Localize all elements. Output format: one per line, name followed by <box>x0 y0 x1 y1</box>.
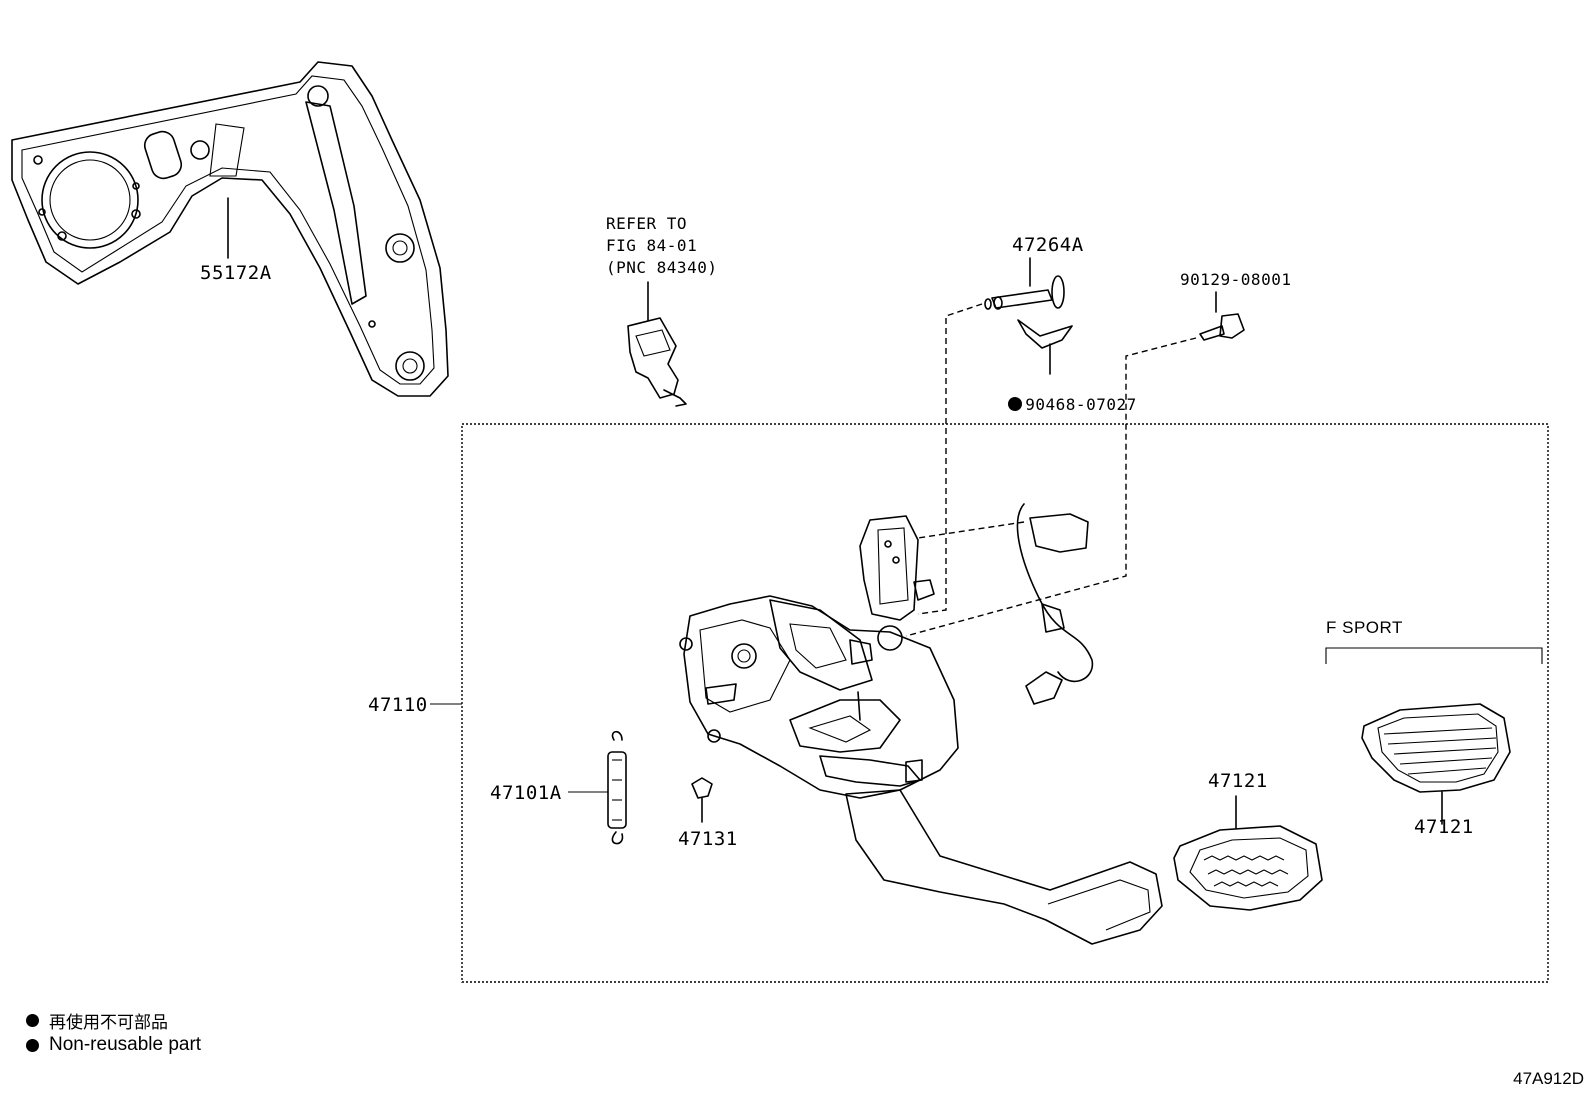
label-bolt-90129-08001[interactable]: 90129-08001 <box>1180 270 1292 289</box>
legend-non-reusable-en: Non-reusable part <box>26 1034 201 1056</box>
cushion-47131-drawing <box>691 777 713 823</box>
bolt-90129-drawing <box>1199 291 1245 341</box>
label-f-sport-group: F SPORT <box>1326 618 1403 637</box>
label-refer-line-2[interactable]: FIG 84-01 <box>606 236 698 255</box>
non-reusable-dot-icon <box>1008 397 1023 411</box>
figure-code: 47A912D <box>1513 1069 1584 1088</box>
pin-47264a-drawing <box>984 257 1073 375</box>
label-cushion-47131[interactable]: 47131 <box>678 828 738 850</box>
label-bracket-55172a[interactable]: 55172A <box>200 262 272 284</box>
legend-dot-icon <box>26 1038 39 1052</box>
label-refer-line-1: REFER TO <box>606 214 688 233</box>
bracket-55172a-drawing <box>11 61 449 397</box>
label-pad-standard-47121[interactable]: 47121 <box>1208 770 1268 792</box>
label-pad-sport-47121[interactable]: 47121 <box>1414 816 1474 838</box>
label-pin-47264a[interactable]: 47264A <box>1012 234 1084 256</box>
pedal-pad-standard-drawing <box>1173 795 1323 911</box>
f-sport-group-drawing <box>1325 647 1543 825</box>
legend-jp-text: 再使用不可部品 <box>49 1013 168 1033</box>
stop-lamp-switch-drawing <box>627 281 687 407</box>
brake-pedal-assembly-drawing <box>679 503 1163 945</box>
legend-en-text: Non-reusable part <box>49 1034 202 1055</box>
label-clip-text: 90468-07027 <box>1025 395 1137 414</box>
legend-dot-icon <box>26 1014 39 1027</box>
label-clip-90468-07027[interactable]: 90468-07027 <box>988 376 1137 414</box>
spring-47101a-drawing <box>568 730 627 845</box>
label-pedal-assy-47110[interactable]: 47110 <box>368 694 428 716</box>
label-refer-line-3[interactable]: (PNC 84340) <box>606 258 718 277</box>
legend-non-reusable-jp: 再使用不可部品 <box>26 1008 168 1033</box>
label-spring-47101a[interactable]: 47101A <box>490 782 562 804</box>
